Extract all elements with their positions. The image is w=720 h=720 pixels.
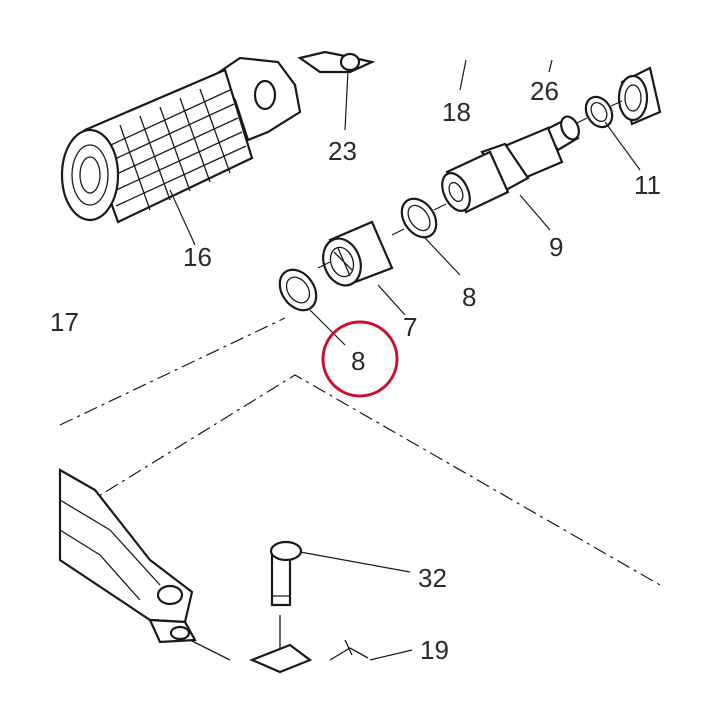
leader-32	[299, 551, 411, 573]
leader-26	[548, 59, 553, 73]
washer-8-upper	[400, 197, 438, 239]
part-7-needle-bearing	[322, 220, 394, 287]
label-8-lower: 8	[351, 346, 365, 376]
leader-18	[459, 59, 467, 91]
leader-8-lower	[309, 309, 346, 346]
part-9-pivot-pin	[441, 115, 580, 214]
leader-16	[169, 189, 196, 246]
leader-8-upper	[424, 237, 461, 276]
part-11-bearing	[617, 66, 662, 126]
part-32-clevis-pin	[269, 540, 303, 650]
washer-26	[584, 95, 614, 129]
centerline-axis	[59, 317, 286, 426]
label-16: 16	[183, 242, 212, 272]
washer-8-lower	[278, 268, 318, 312]
label-18: 18	[442, 97, 471, 127]
part-16-footpeg	[60, 56, 302, 224]
leader-23	[344, 69, 349, 131]
leader-11	[604, 121, 641, 171]
leader-7	[377, 284, 406, 316]
label-23: 23	[328, 136, 357, 166]
shift-lever-arm	[58, 468, 231, 661]
leader-19	[369, 649, 413, 661]
label-19: 19	[420, 635, 449, 665]
axis-segment	[317, 100, 623, 269]
label-11: 11	[634, 170, 661, 200]
part-23-fragment	[297, 50, 376, 74]
label-26: 26	[530, 76, 559, 106]
label-8-upper: 8	[462, 282, 476, 312]
part-19-fragment	[249, 639, 369, 674]
label-7: 7	[403, 312, 417, 342]
centerline-upper	[59, 374, 661, 586]
leader-9	[519, 194, 551, 231]
label-9: 9	[549, 232, 563, 262]
label-32: 32	[418, 563, 447, 593]
highlight-circle	[321, 320, 399, 398]
label-17: 17	[50, 307, 79, 337]
